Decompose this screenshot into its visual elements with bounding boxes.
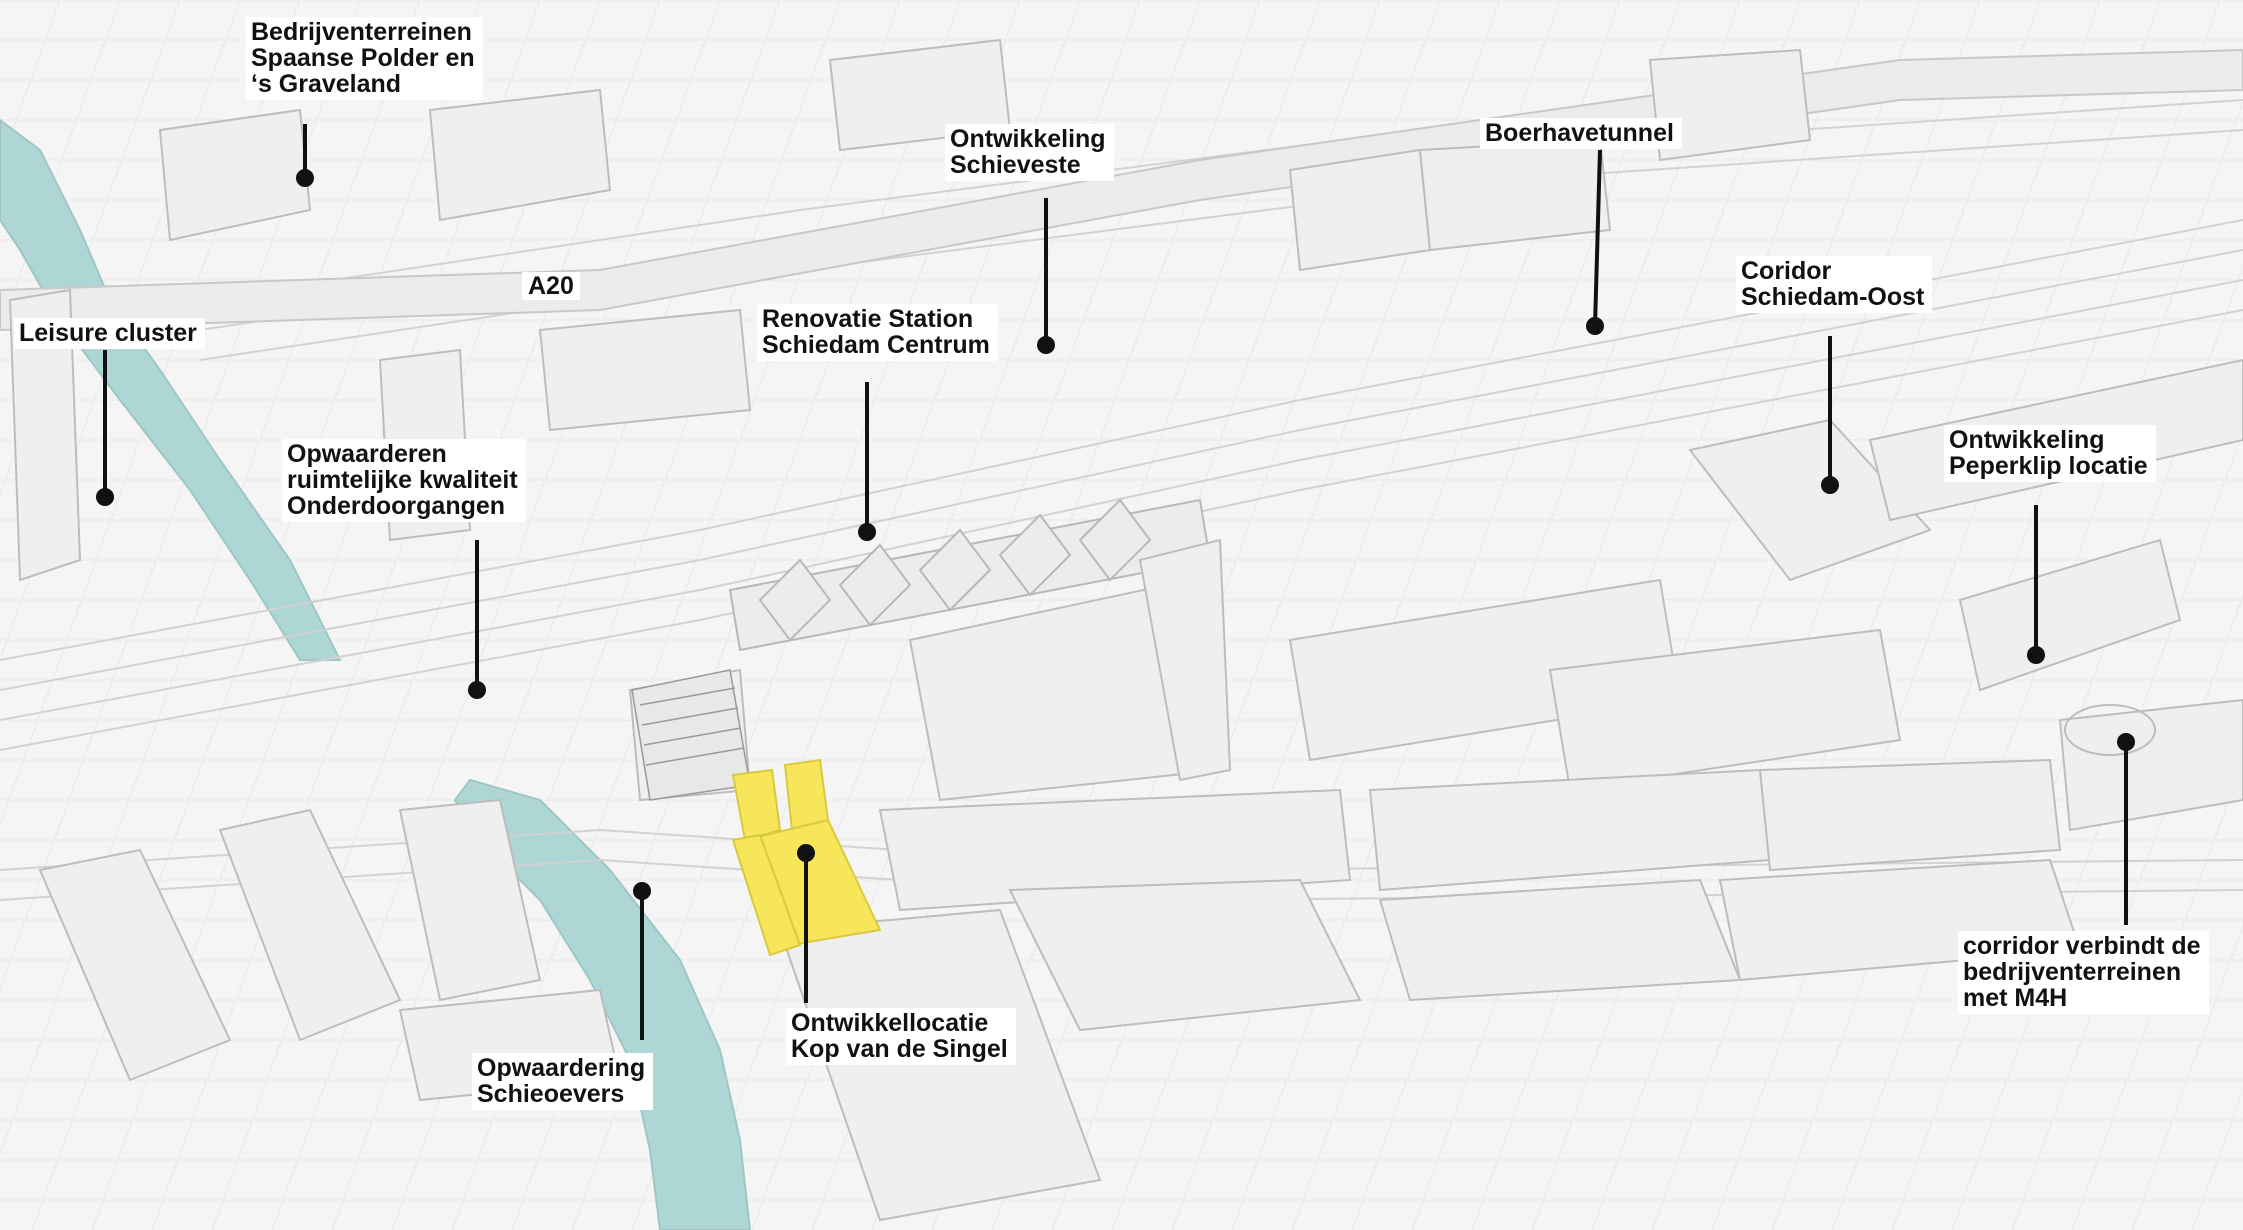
- label-kop-van-de-singel: Ontwikkellocatie Kop van de Singel: [786, 1008, 1016, 1065]
- label-opwaarderen-onderdoorgangen: Opwaarderen ruimtelijke kwaliteit Onderd…: [282, 439, 526, 522]
- label-line: Spaanse Polder en: [251, 44, 475, 72]
- label-ontwikkeling-peperklip: Ontwikkeling Peperklip locatie: [1944, 425, 2156, 482]
- label-line: ‘s Graveland: [251, 70, 402, 98]
- label-line: Opwaardering: [477, 1054, 646, 1082]
- label-line: Schieoevers: [477, 1080, 625, 1108]
- buildings: [8, 38, 2243, 1222]
- label-line: Ontwikkeling: [950, 125, 1106, 153]
- label-schieoevers: Opwaardering Schieoevers: [472, 1053, 654, 1110]
- station-canopies: [728, 498, 1212, 652]
- label-line: Renovatie Station: [762, 305, 974, 333]
- label-line: Opwaarderen: [287, 440, 447, 468]
- roundabout: [2064, 704, 2156, 756]
- label-line: corridor verbindt de: [1963, 932, 2201, 960]
- label-line: Ontwikkellocatie: [791, 1009, 989, 1037]
- office-tower: [631, 669, 751, 801]
- label-bedrijventerreinen: Bedrijventerreinen Spaanse Polder en ‘s …: [246, 17, 483, 100]
- label-line: Schieveste: [950, 151, 1081, 179]
- label-line: bedrijventerreinen: [1963, 958, 2182, 986]
- a20-road-label: A20: [522, 272, 580, 300]
- label-ontwikkeling-schieveste: Ontwikkeling Schieveste: [945, 124, 1114, 181]
- label-line: Leisure cluster: [19, 319, 197, 347]
- label-line: Peperklip locatie: [1949, 452, 2148, 480]
- label-line: Schiedam-Oost: [1741, 283, 1925, 311]
- label-line: Schiedam Centrum: [762, 331, 990, 359]
- label-line: Bedrijventerreinen: [251, 18, 472, 46]
- label-coridor-schiedam-oost: Coridor Schiedam-Oost: [1736, 256, 1933, 313]
- label-line: Ontwikkeling: [1949, 426, 2105, 454]
- label-line: Kop van de Singel: [791, 1035, 1008, 1063]
- label-line: Onderdoorgangen: [287, 492, 506, 520]
- label-line: Boerhavetunnel: [1485, 119, 1674, 147]
- highlighted-development-block: [731, 758, 882, 957]
- label-line: ruimtelijke kwaliteit: [287, 466, 518, 494]
- label-renovatie-station: Renovatie Station Schiedam Centrum: [757, 304, 998, 361]
- label-line: met M4H: [1963, 984, 2068, 1012]
- label-line: Coridor: [1741, 257, 1832, 285]
- label-leisure-cluster: Leisure cluster: [14, 318, 205, 349]
- label-boerhavetunnel: Boerhavetunnel: [1480, 118, 1682, 149]
- label-corridor-m4h: corridor verbindt de bedrijventerreinen …: [1958, 931, 2209, 1014]
- leader-lines: [96, 124, 2135, 1040]
